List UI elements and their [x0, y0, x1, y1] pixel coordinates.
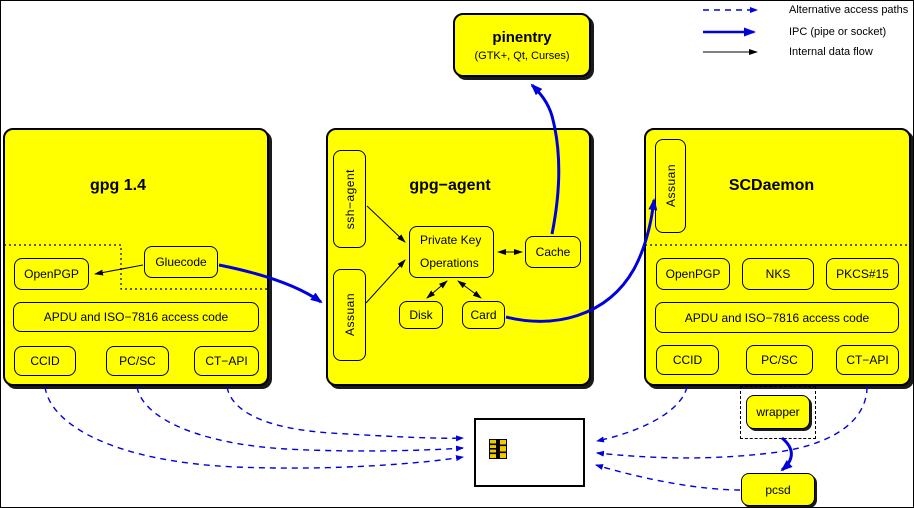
scdaemon-title: SCDaemon [728, 177, 815, 194]
alt-gpg14-ctapi-to-card [226, 386, 464, 442]
alt-scd-ctapi-to-card [596, 386, 868, 459]
pinentry-title: pinentry [492, 28, 552, 46]
scd-openpgp-node: OpenPGP [656, 258, 730, 290]
scd-ctapi-node: CT−API [836, 345, 899, 375]
gpg14-gluecode-node: Gluecode [144, 246, 218, 278]
alt-gpg14-pcsc-to-card [136, 386, 464, 452]
legend-internal-label: Internal data flow [789, 46, 873, 58]
gpg14-pcsc-node: PC/SC [106, 346, 169, 376]
gpg14-apdu-node: APDU and ISO−7816 access code [13, 302, 259, 332]
alt-gpg14-ccid-to-card [44, 386, 464, 469]
agent-ssh-agent-node: ssh−agent [333, 150, 366, 248]
gpg14-title: gpg 1.4 [89, 177, 146, 194]
agent-assuan-label: Assuan [342, 293, 357, 337]
scd-pcsc-node: PC/SC [746, 345, 813, 375]
legend-alternative-label: Alternative access paths [789, 4, 909, 16]
alt-pcsd-to-card [595, 464, 741, 491]
pinentry-node: pinentry (GTK+, Qt, Curses) [453, 13, 591, 77]
gpg14-ctapi-node: CT−API [194, 346, 259, 376]
gpg14-openpgp-node: OpenPGP [14, 258, 89, 290]
card-node: Card [462, 301, 505, 329]
legend-ipc-label: IPC (pipe or socket) [789, 26, 887, 38]
cache-node: Cache [525, 236, 581, 268]
chip-icon [489, 439, 507, 459]
gpg14-ccid-node: CCID [14, 346, 76, 376]
pinentry-subtitle: (GTK+, Qt, Curses) [474, 49, 570, 62]
ipc-wrapper-to-pcsd [780, 436, 793, 472]
pcsd-node: pcsd [741, 473, 815, 506]
scd-pkcs15-node: PKCS#15 [826, 258, 899, 290]
alt-scd-ccid-to-card [596, 386, 688, 443]
pko-line2: Operations [420, 256, 479, 270]
wrapper-node: wrapper [746, 395, 810, 429]
scd-apdu-node: APDU and ISO−7816 access code [655, 302, 899, 333]
scd-assuan-node: Assuan [655, 139, 686, 233]
scd-ccid-node: CCID [656, 345, 719, 375]
pko-line1: Private Key [420, 233, 482, 247]
scd-assuan-label: Assuan [663, 164, 678, 208]
agent-assuan-node: Assuan [333, 269, 366, 361]
scd-nks-node: NKS [742, 258, 814, 290]
smartcard [474, 418, 585, 487]
scdaemon-node [644, 128, 911, 386]
ssh-agent-label: ssh−agent [342, 168, 357, 230]
private-key-operations-node: Private Key Operations [409, 226, 494, 278]
disk-node: Disk [399, 301, 443, 329]
gpg-agent-title: gpg−agent [409, 177, 491, 194]
